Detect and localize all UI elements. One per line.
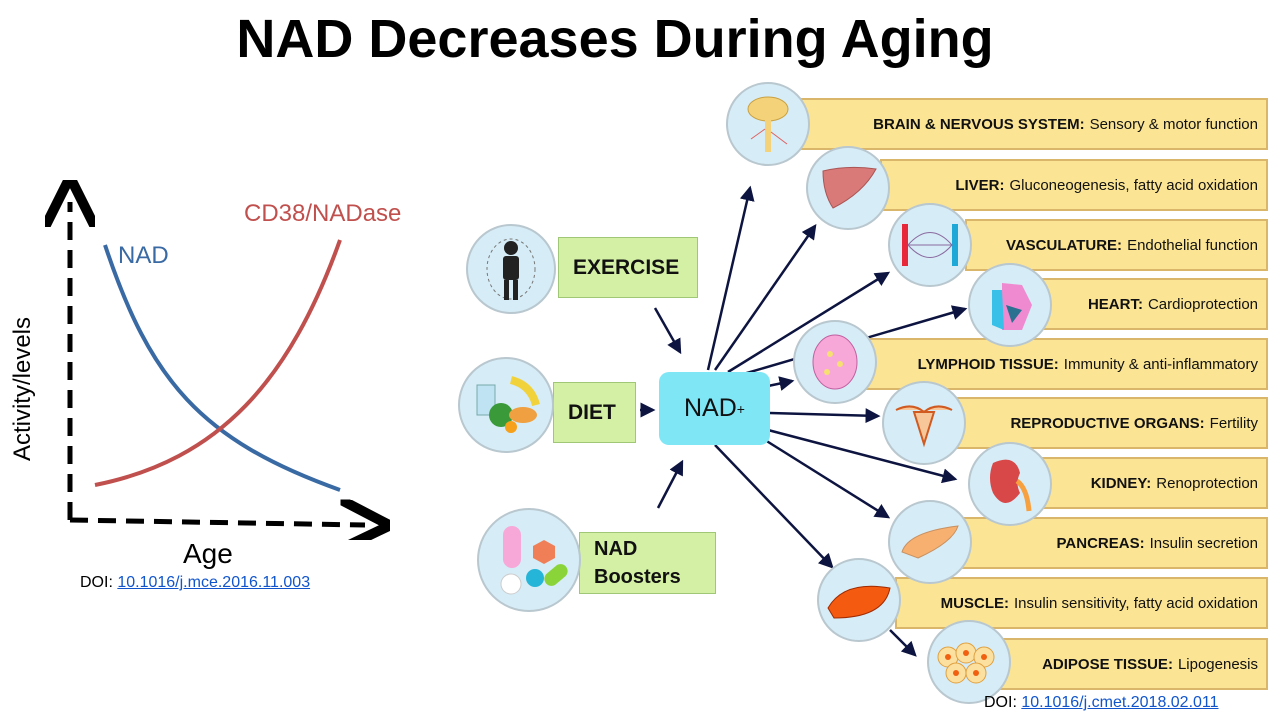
doi-right-link[interactable]: 10.1016/j.cmet.2018.02.011 (1021, 694, 1219, 711)
banner-vasculature: VASCULATURE:Endothelial function (965, 219, 1268, 271)
x-axis-label: Age (183, 538, 233, 569)
doi-left-link[interactable]: 10.1016/j.mce.2016.11.003 (117, 574, 311, 591)
banner-muscle: MUSCLE:Insulin sensitivity, fatty acid o… (895, 577, 1268, 629)
nad-aging-graph (0, 180, 450, 540)
muscle-icon (817, 558, 901, 642)
lymph-node-icon (793, 320, 877, 404)
nad-boosters-box: NAD Boosters (579, 532, 716, 594)
nad-curve-label: NAD (118, 242, 169, 269)
cd38-curve-label: CD38/NADase (244, 200, 402, 227)
slide-title: NAD Decreases During Aging (236, 9, 994, 69)
banner-brain: BRAIN & NERVOUS SYSTEM:Sensory & motor f… (800, 98, 1268, 150)
banner-lymphoid: LYMPHOID TISSUE:Immunity & anti-inflamma… (860, 338, 1268, 390)
vessels-icon (888, 203, 972, 287)
doi-left: DOI: 10.1016/j.mce.2016.11.003 (80, 574, 311, 591)
cd38-curve (94, 239, 342, 487)
pancreas-icon (888, 500, 972, 584)
x-axis (69, 520, 365, 525)
heart-icon (968, 263, 1052, 347)
kidney-icon (968, 442, 1052, 526)
doi-right: DOI: 10.1016/j.cmet.2018.02.011 (984, 694, 1219, 711)
nad-plus-node: NAD+ (659, 372, 770, 445)
banner-heart: HEART:Cardioprotection (1040, 278, 1268, 330)
food-icon (458, 357, 554, 453)
banner-reproductive: REPRODUCTIVE ORGANS:Fertility (955, 397, 1268, 449)
exercise-box: EXERCISE (558, 237, 698, 298)
nad-curve (103, 244, 341, 492)
fat-cells-icon (927, 620, 1011, 704)
banner-kidney: KIDNEY:Renoprotection (1040, 457, 1268, 509)
banner-liver: LIVER:Gluconeogenesis, fatty acid oxidat… (880, 159, 1268, 211)
pills-icon (477, 508, 581, 612)
liver-icon (806, 146, 890, 230)
jump-rope-icon (466, 224, 556, 314)
brain-icon (726, 82, 810, 166)
uterus-icon (882, 381, 966, 465)
diet-box: DIET (553, 382, 636, 443)
banner-adipose: ADIPOSE TISSUE:Lipogenesis (1000, 638, 1268, 690)
